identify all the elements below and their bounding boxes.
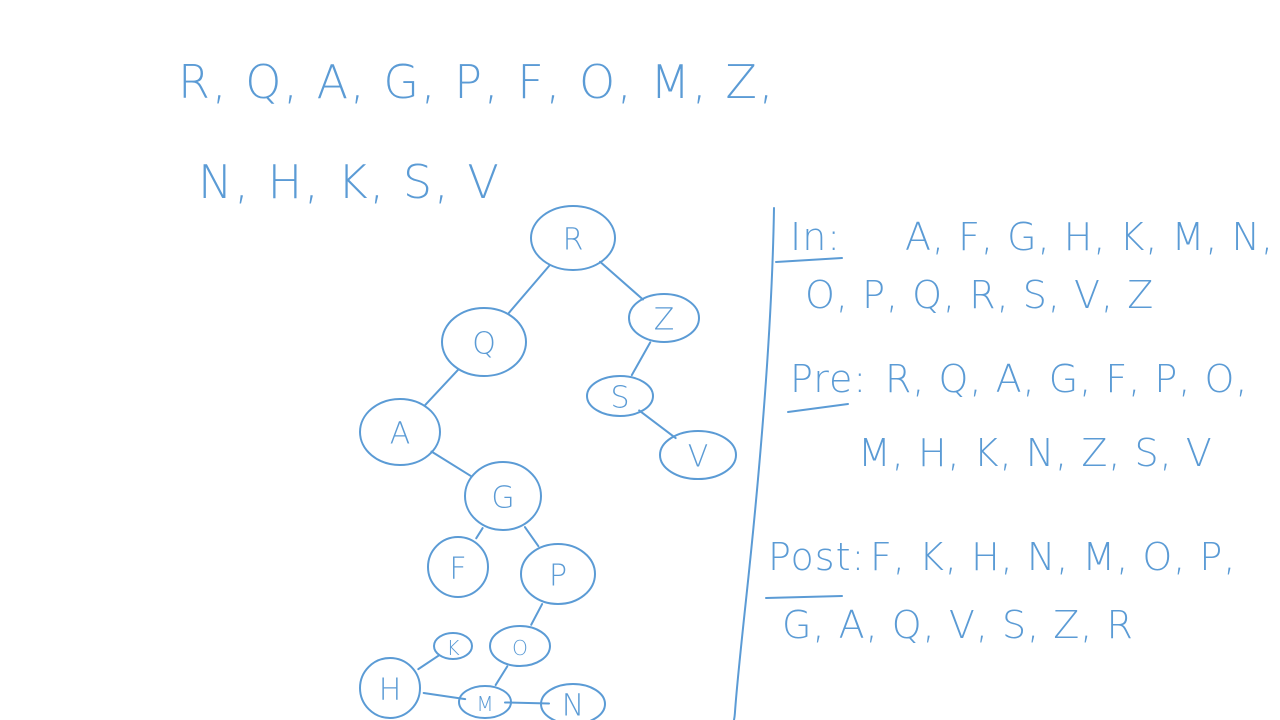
tree-node-a: A [359,398,441,466]
postorder-underline [765,595,843,599]
tree-edge-h-k [417,654,440,671]
tree-node-o: O [489,625,551,667]
postorder-line-2: G, A, Q, V, S, Z, R [782,603,1134,647]
tree-node-label: K [446,636,459,660]
tree-node-circle [464,461,542,531]
tree-node-label: F [449,552,466,587]
tree-node-p: P [520,543,596,605]
postorder-line-1: F, K, H, N, M, O, P, [870,535,1236,579]
tree-node-label: N [562,689,584,720]
tree-node-label: O [512,636,528,660]
tree-node-q: Q [441,307,527,377]
tree-node-h: H [359,657,421,719]
tree-node-k: K [433,632,473,660]
tree-edges [417,260,677,705]
tree-node-label: A [390,417,411,452]
tree-node-circle [659,430,737,480]
sequence-line-2: N, H, K, S, V [198,155,501,209]
tree-node-v: V [659,430,737,480]
tree-edge-o-m [494,665,509,687]
preorder-line-2: M, H, K, N, Z, S, V [858,431,1213,475]
tree-node-circle [359,657,421,719]
tree-node-z: Z [628,293,700,343]
postorder-label: Post: [768,535,865,579]
tree-node-label: V [688,440,709,475]
preorder-underline [787,403,849,413]
tree-edge-s-v [638,409,677,440]
tree-node-circle [359,398,441,466]
tree-edge-q-a [424,368,460,406]
tree-node-label: S [610,381,629,416]
tree-edge-m-h [422,691,467,701]
tree-node-g: G [464,461,542,531]
inorder-underline [775,257,843,263]
tree-node-r: R [530,205,616,271]
tree-node-label: R [563,223,584,258]
sequence-line-1: R, Q, A, G, P, F, O, M, Z, [178,55,775,109]
tree-edge-r-z [599,260,644,301]
tree-node-f: F [427,536,489,598]
preorder-line-1: R, Q, A, G, F, P, O, [885,357,1248,401]
tree-edge-a-g [430,450,472,477]
inorder-label: In: [790,215,841,259]
tree-edge-g-f [475,527,484,540]
tree-node-label: M [476,692,493,716]
tree-node-label: Q [472,327,496,362]
tree-edge-r-q [507,264,551,315]
inorder-line-2: O, P, Q, R, S, V, Z [805,273,1154,317]
tree-node-n: N [540,683,606,720]
tree-node-circle [458,685,512,719]
tree-edge-g-p [523,526,540,548]
tree-node-circle [628,293,700,343]
tree-node-m: M [458,685,512,719]
tree-node-circle [530,205,616,271]
tree-node-label: Z [654,303,675,338]
tree-edge-p-o [530,603,544,626]
tree-edge-z-s [630,341,652,377]
tree-node-circle [540,683,606,720]
tree-node-circle [441,307,527,377]
tree-nodes: R Q Z A S V G F P O K H M N [359,205,737,720]
tree-node-circle [433,632,473,660]
tree-node-label: H [379,673,402,708]
tree-node-circle [520,543,596,605]
tree-node-circle [586,375,654,417]
tree-node-s: S [586,375,654,417]
tree-node-label: P [549,559,567,594]
divider-line [733,207,775,720]
tree-node-label: G [491,481,514,516]
inorder-line-1: A, F, G, H, K, M, N, [905,215,1274,259]
tree-node-circle [427,536,489,598]
preorder-label: Pre: [790,357,867,401]
tree-node-circle [489,625,551,667]
